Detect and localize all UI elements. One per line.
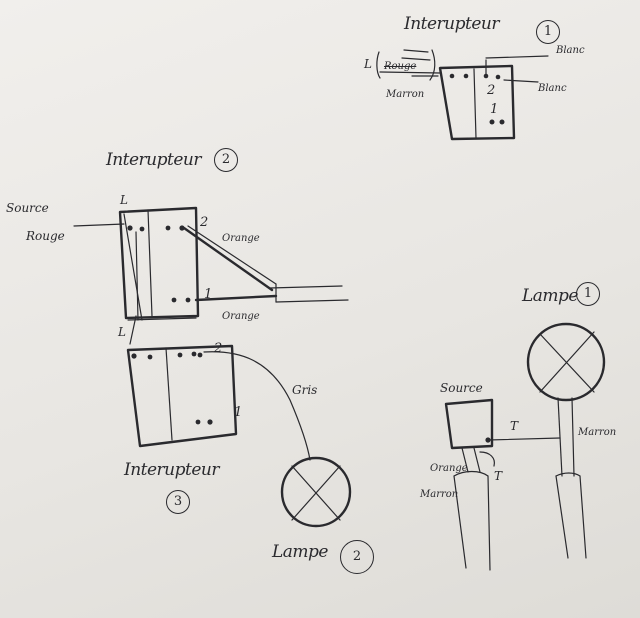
switch3-terminal-l: L xyxy=(118,325,126,339)
switch2-source-label-1: Source xyxy=(6,201,49,215)
switch3-wire-gris: Gris xyxy=(292,383,318,397)
switch2-wire-orange-1: Orange xyxy=(222,233,260,244)
switch2-wire-orange-2: Orange xyxy=(222,311,260,322)
source-box-label: Source xyxy=(440,381,483,395)
switch2-number: 2 xyxy=(214,148,238,172)
switch3-gris-wire xyxy=(203,351,311,461)
switch2-terminal-1: 1 xyxy=(204,287,213,302)
switch3-box xyxy=(126,344,238,448)
switch2-orange-wire-2 xyxy=(194,294,278,302)
source-t-wire xyxy=(487,437,561,441)
source-cable xyxy=(453,475,491,571)
lamp1-circle xyxy=(526,322,606,402)
switch3-terminal-2: 2 xyxy=(214,341,223,356)
switch1-scribble xyxy=(401,49,431,61)
lamp1-wire-marron: Marron xyxy=(578,427,617,438)
switch2-link-down xyxy=(129,315,137,345)
lamp1-title: Lampe xyxy=(522,286,579,306)
switch1-bracket xyxy=(376,51,381,79)
lamp1-drawing xyxy=(526,322,606,559)
switch1-terminal-l: L xyxy=(364,57,372,71)
source-box xyxy=(444,398,494,450)
switch2-source-label-2: Rouge xyxy=(26,229,65,243)
switch1-number: 1 xyxy=(536,20,560,44)
switch2-source-wire xyxy=(73,223,125,227)
lamp2-number: 2 xyxy=(340,540,374,574)
source-box-wire-orange: Orange xyxy=(430,463,468,474)
source-box-wire-t-1: T xyxy=(510,419,519,433)
switch1-wire-in xyxy=(379,71,441,74)
switch1-terminal-1: 1 xyxy=(490,102,499,117)
switch3-divider xyxy=(165,347,173,441)
lamp1-wire-left xyxy=(557,397,563,477)
switch2-divider xyxy=(147,209,153,317)
switch1-title: Interupteur xyxy=(404,14,499,34)
lamp2-title: Lampe xyxy=(272,542,329,562)
switch3-drawing xyxy=(126,317,311,461)
switch2-title: Interupteur xyxy=(106,150,201,170)
switch3-number: 3 xyxy=(166,490,190,514)
switch2-box xyxy=(118,206,200,320)
switch2-terminal-2: 2 xyxy=(200,215,209,230)
source-box-drawing xyxy=(444,398,561,571)
switch3-title: Interupteur xyxy=(124,460,219,480)
switch1-box xyxy=(438,64,516,141)
switch2-orange-wire-1 xyxy=(182,226,274,292)
lamp1-cross xyxy=(539,331,595,393)
switch1-terminal-2: 2 xyxy=(487,83,496,98)
switch1-wire-right xyxy=(503,79,539,83)
switch1-wire-marron: Marron xyxy=(386,89,425,100)
source-box-wire-marron: Marron xyxy=(420,489,459,500)
lamp1-cable xyxy=(555,475,587,559)
switch1-struck-label: Rouge xyxy=(384,61,417,72)
switch1-wire-blanc-2: Blanc xyxy=(538,83,567,94)
lamp2-cross xyxy=(291,465,341,521)
switch1-wire-blanc-1: Blanc xyxy=(556,45,585,56)
switch1-divider xyxy=(473,68,477,139)
switch1-drawing xyxy=(376,49,549,141)
switch2-drawing xyxy=(73,206,349,345)
switch3-terminal-1: 1 xyxy=(234,405,243,420)
switch2-terminal-l: L xyxy=(120,193,128,207)
lamp2-circle xyxy=(280,456,352,528)
lamp1-number: 1 xyxy=(576,282,600,306)
source-box-wire-t-2: T xyxy=(494,469,503,483)
lamp2-drawing xyxy=(280,456,352,528)
lamp1-wire-right xyxy=(571,397,575,477)
